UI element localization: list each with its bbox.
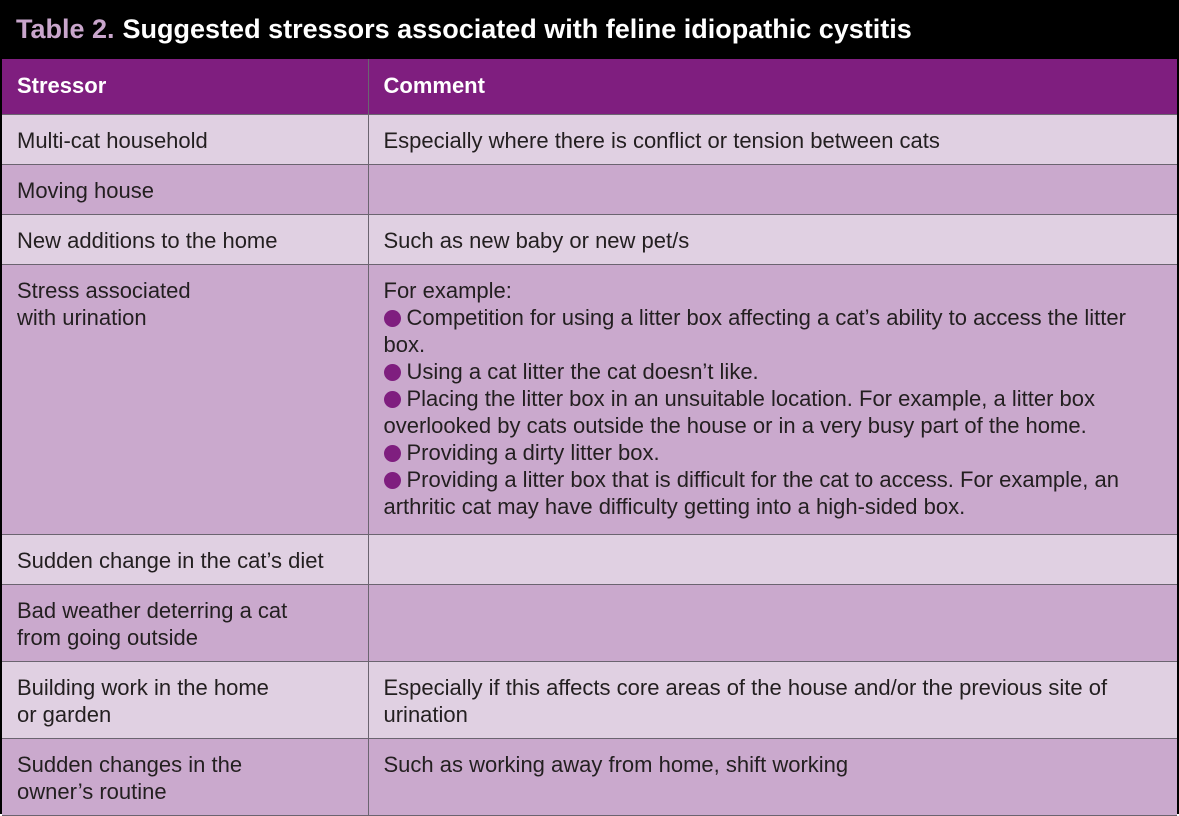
bullet-dot-icon [383, 390, 401, 408]
comment-cell [367, 583, 1177, 662]
comment-cell: Such as new baby or new pet/s [367, 213, 1177, 265]
table-title-label: Table 2. [16, 14, 115, 44]
comment-cell: Especially where there is conflict or te… [367, 113, 1177, 165]
stressor-cell: Moving house [2, 163, 369, 215]
table-row: New additions to the home Such as new ba… [2, 213, 1177, 265]
comment-cell: For example: Competition for using a lit… [367, 263, 1177, 535]
stressors-table: Stressor Comment Multi-cat household Esp… [2, 59, 1177, 816]
bullet-dot-icon [383, 309, 401, 327]
bullet-dot-icon [383, 363, 401, 381]
bullet-item: Placing the litter box in an unsuitable … [383, 385, 1095, 438]
stressor-cell: Bad weather deterring a cat from going o… [2, 583, 369, 662]
table-row: Building work in the home or garden Espe… [2, 660, 1177, 739]
table-row: Sudden changes in the owner’s routine Su… [2, 737, 1177, 816]
comment-cell [367, 163, 1177, 215]
stressor-cell: Stress associated with urination [2, 263, 369, 535]
bullet-item: Providing a litter box that is difficult… [383, 466, 1119, 519]
table-row: Sudden change in the cat’s diet [2, 533, 1177, 585]
column-header-comment: Comment [367, 59, 1177, 115]
comment-cell: Especially if this affects core areas of… [367, 660, 1177, 739]
bullet-item: Using a cat litter the cat doesn’t like. [383, 358, 1164, 385]
bullet-dot-icon [383, 444, 401, 462]
table-title: Table 2. Suggested stressors associated … [2, 0, 1177, 59]
column-header-stressor: Stressor [2, 59, 369, 115]
stressor-cell: Multi-cat household [2, 113, 369, 165]
stressor-cell: Building work in the home or garden [2, 660, 369, 739]
comment-cell [367, 533, 1177, 585]
table-row: Stress associated with urination For exa… [2, 263, 1177, 535]
table-row: Bad weather deterring a cat from going o… [2, 583, 1177, 662]
stressor-cell: Sudden change in the cat’s diet [2, 533, 369, 585]
bullet-item: Providing a dirty litter box. [383, 439, 1164, 466]
bullet-dot-icon [383, 471, 401, 489]
table-row: Moving house [2, 163, 1177, 215]
bullet-item: Competition for using a litter box affec… [383, 304, 1126, 357]
header-row: Stressor Comment [2, 59, 1177, 115]
table-title-text: Suggested stressors associated with feli… [122, 14, 912, 44]
stressor-cell: New additions to the home [2, 213, 369, 265]
table-row: Multi-cat household Especially where the… [2, 113, 1177, 165]
comment-cell: Such as working away from home, shift wo… [367, 737, 1177, 816]
stressor-cell: Sudden changes in the owner’s routine [2, 737, 369, 816]
